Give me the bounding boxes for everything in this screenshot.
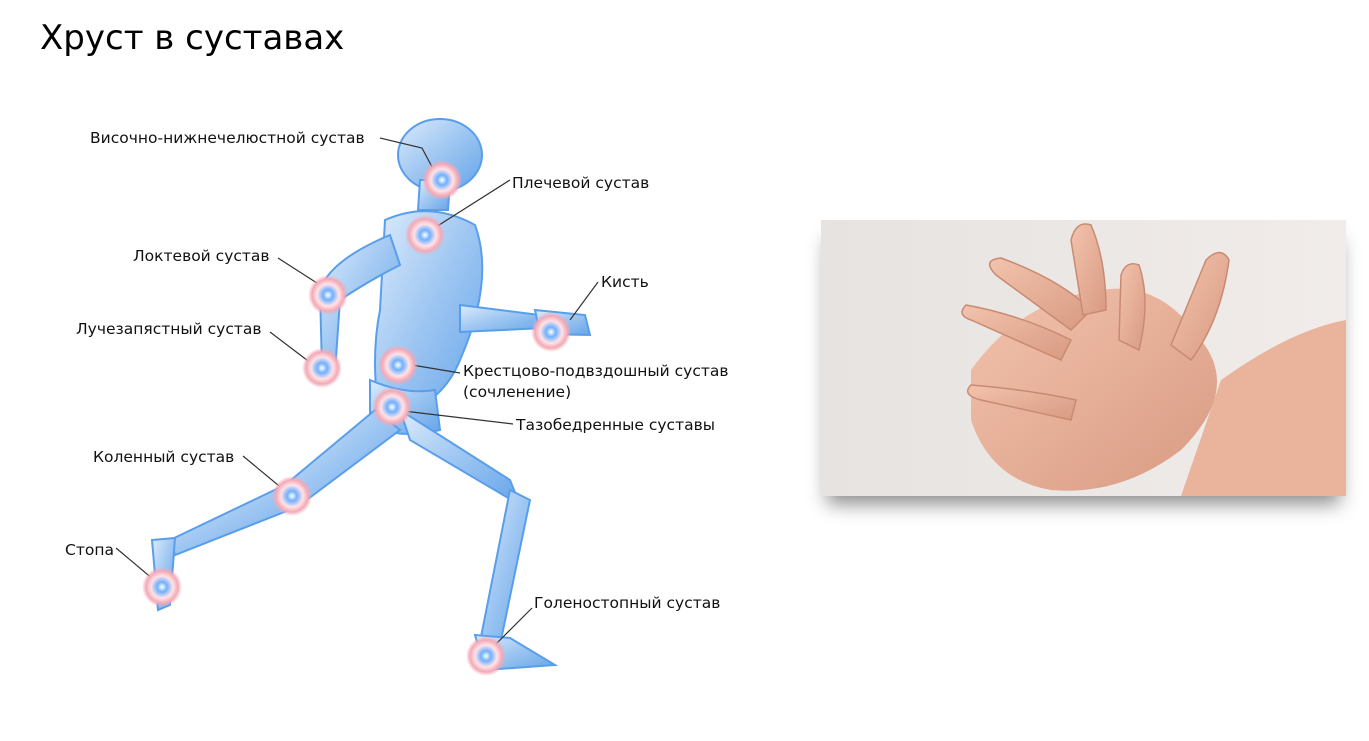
joint-marker-wrist: [302, 348, 342, 388]
slide-title: Хруст в суставах: [40, 18, 345, 58]
joint-marker-hand: [531, 312, 571, 352]
joint-marker-ankle: [466, 636, 506, 676]
label-sacroiliac-line2: (сочленение): [463, 383, 571, 401]
joint-markers: [142, 160, 571, 676]
joint-marker-foot: [142, 567, 182, 607]
label-shoulder: Плечевой сустав: [512, 174, 649, 192]
hands-photo: [821, 220, 1346, 496]
label-ankle: Голеностопный сустав: [534, 594, 720, 612]
label-foot: Стопа: [65, 541, 114, 559]
cracking-knuckles-illustration: [821, 220, 1346, 496]
label-hand: Кисть: [601, 273, 649, 291]
label-tmj: Височно-нижнечелюстной сустав: [90, 129, 365, 147]
joint-marker-elbow: [308, 275, 348, 315]
joint-diagram: Височно-нижнечелюстной сустав Плечевой с…: [40, 110, 760, 710]
joint-marker-shoulder: [405, 215, 445, 255]
joint-marker-hip: [372, 387, 412, 427]
label-sacroiliac-line1: Крестцово-подвздошный сустав: [463, 362, 729, 380]
label-knee: Коленный сустав: [93, 448, 234, 466]
joint-marker-tmj: [422, 160, 462, 200]
joint-marker-knee: [272, 476, 312, 516]
label-hip: Тазобедренные суставы: [515, 416, 715, 434]
label-elbow: Локтевой сустав: [133, 247, 270, 265]
label-wrist: Лучезапястный сустав: [76, 320, 262, 338]
joint-marker-sacroiliac: [378, 345, 418, 385]
running-body-figure: Височно-нижнечелюстной сустав Плечевой с…: [65, 118, 729, 676]
